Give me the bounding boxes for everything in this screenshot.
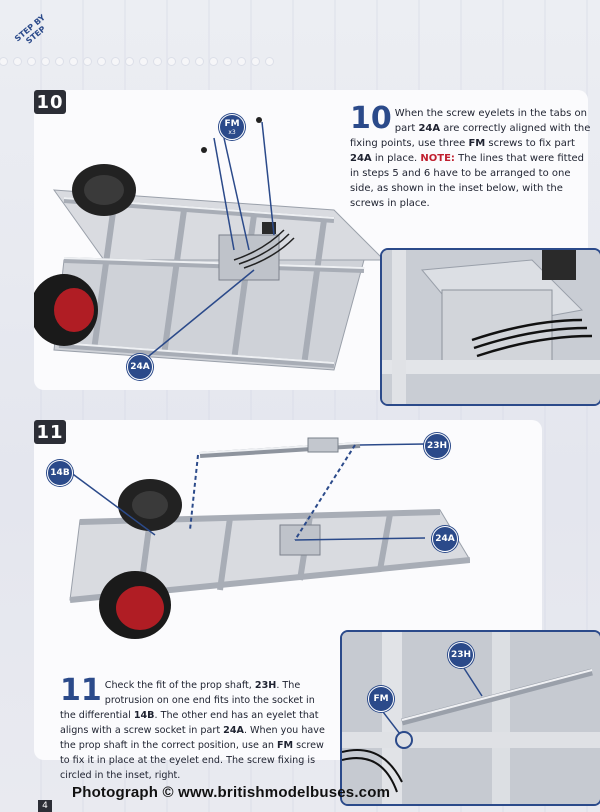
callout-14b: 14B bbox=[47, 460, 73, 486]
step-11-chassis-illustration bbox=[69, 437, 470, 639]
step-11-number: 11 bbox=[34, 420, 66, 444]
callout-24a: 24A bbox=[127, 354, 153, 380]
header-dots bbox=[0, 55, 273, 67]
inset-callout-23h: 23H bbox=[448, 642, 474, 668]
photo-credit: Photograph © www.britishmodelbuses.com bbox=[72, 784, 391, 801]
inset-callout-fm: FM bbox=[368, 686, 394, 712]
page-number: 4 bbox=[38, 800, 52, 812]
step-10-chassis-illustration bbox=[34, 117, 386, 371]
callout-23h: 23H bbox=[424, 433, 450, 459]
step-10-number: 10 bbox=[34, 90, 66, 114]
callout-24a-step11: 24A bbox=[432, 526, 458, 552]
step-10-inset-photo bbox=[380, 248, 600, 406]
callout-fm-x3: FM x3 bbox=[219, 114, 245, 140]
